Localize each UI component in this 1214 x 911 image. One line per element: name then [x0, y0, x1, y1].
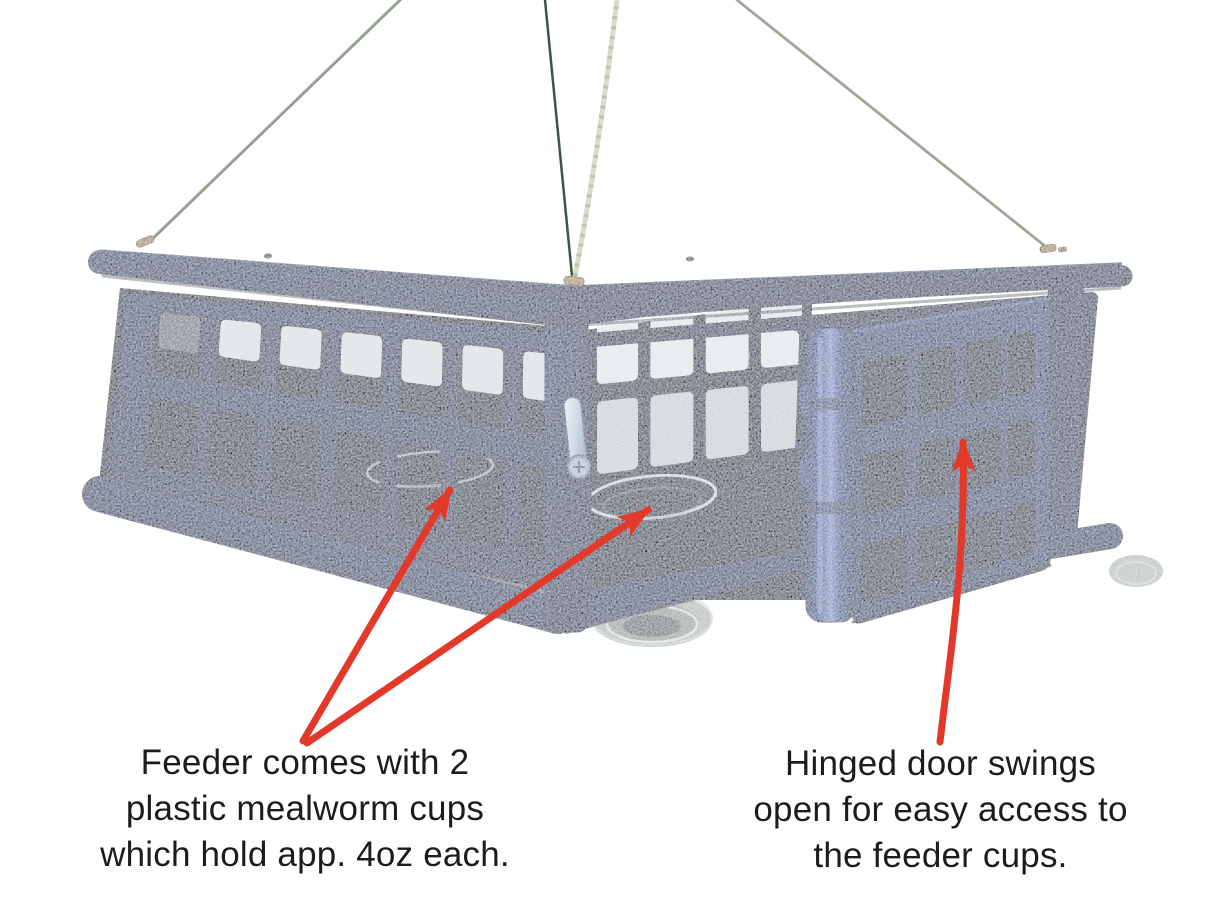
- roof-top: [100, 250, 1122, 301]
- arrow-to-left-cup: [299, 486, 454, 745]
- annotation-line: Hinged door swings: [785, 744, 1096, 783]
- roof: [88, 235, 1133, 328]
- hanging-cables: [146, 0, 1052, 288]
- annotation-line: which hold app. 4oz each.: [100, 835, 510, 874]
- feeder-body: [82, 235, 1163, 647]
- base-rail-left: [82, 476, 576, 634]
- annotation-line: Feeder comes with 2: [140, 743, 470, 782]
- arrow-to-right-cup: [303, 506, 652, 747]
- left-lattice-face: [108, 293, 586, 599]
- latch: [563, 396, 592, 484]
- arrow-to-door: [936, 438, 976, 746]
- annotation-right-door: Hinged door swings open for easy access …: [713, 741, 1168, 879]
- annotation-line: the feeder cups.: [813, 836, 1068, 875]
- rope-crimp: [563, 275, 585, 287]
- annotation-left-cups: Feeder comes with 2 plastic mealworm cup…: [75, 740, 535, 878]
- hinged-door: [799, 295, 1052, 624]
- door-hinge-stile: [805, 327, 857, 623]
- feeder-floor: [576, 452, 814, 590]
- annotation-line: plastic mealworm cups: [125, 789, 485, 828]
- feeder-base: [558, 548, 820, 633]
- callout-arrows: [299, 438, 976, 747]
- annotation-line: open for easy access to: [753, 790, 1128, 829]
